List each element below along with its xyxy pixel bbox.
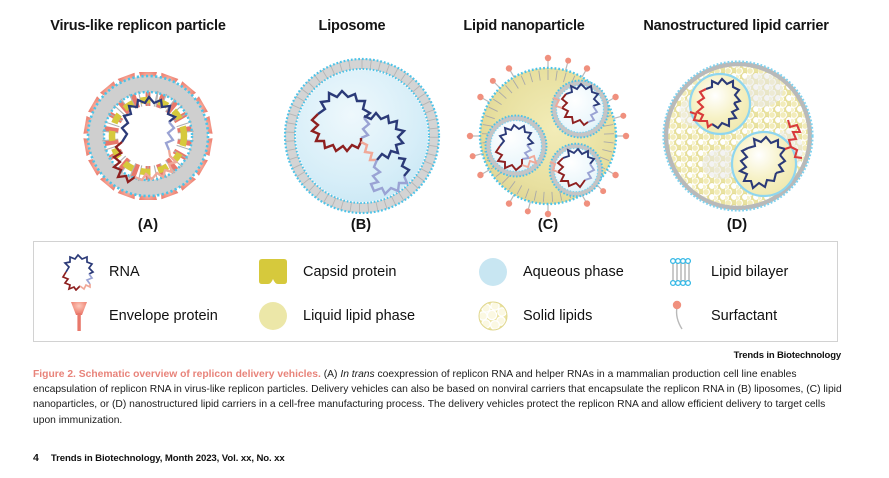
panel-letters-row: (A) (B) (C) (D): [0, 217, 889, 239]
legend-item-rna: RNA: [34, 250, 246, 294]
internal-vesicle: [730, 119, 803, 198]
lipid-head-outer: [478, 66, 618, 206]
figure-caption: Figure 2. Schematic overview of replicon…: [33, 367, 851, 428]
legend-label: Aqueous phase: [523, 264, 624, 280]
page-number: 4: [33, 452, 39, 464]
diagram-virus-like-replicon-particle: [58, 46, 238, 226]
lipid-head-outer: [662, 60, 814, 212]
legend-label: Liquid lipid phase: [303, 308, 416, 324]
panel-letter-d: (D): [726, 217, 748, 233]
panel-title-liposome: Liposome: [318, 18, 386, 34]
panel-title-lipid-nanoparticle: Lipid nanoparticle: [463, 18, 585, 34]
aqueous-phase-core: [296, 70, 428, 202]
caption-title-text: Figure 2. Schematic overview of replicon…: [33, 369, 321, 380]
caption-italic-in-trans: In trans: [340, 369, 375, 380]
rna-strand: [111, 95, 179, 184]
internal-vesicle: [484, 114, 548, 178]
diagram-row: [0, 46, 889, 231]
internal-vesicle: [548, 142, 604, 198]
panel-letter-c: (C): [537, 217, 559, 233]
legend-item-lipid-bilayer: Lipid bilayer: [656, 250, 836, 294]
capsid-protein-icon: [250, 251, 296, 293]
rna-strand: [309, 89, 411, 197]
legend-label: Solid lipids: [523, 308, 593, 324]
liquid-lipid-phase-icon: [250, 295, 296, 337]
legend-label: Envelope protein: [109, 308, 218, 324]
panel-titles-row: Virus-like replicon particle Liposome Li…: [0, 18, 889, 34]
solid-lipids-icon: [470, 295, 516, 337]
journal-attribution: Trends in Biotechnology: [733, 350, 842, 361]
panel-title-nanostructured-lipid-carrier: Nanostructured lipid carrier: [643, 18, 829, 34]
diagram-liposome: [272, 46, 452, 226]
legend-row: RNA Capsid protein Aqueous phase: [34, 250, 839, 294]
lipid-bilayer-icon: [658, 251, 704, 293]
legend-item-solid-lipids: Solid lipids: [464, 294, 656, 338]
legend-label: Capsid protein: [303, 264, 397, 280]
legend-item-capsid-protein: Capsid protein: [246, 250, 464, 294]
panel-letter-b: (B): [350, 217, 372, 233]
internal-vesicle: [688, 72, 752, 136]
caption-body: coexpression of replicon RNA and helper …: [33, 369, 842, 426]
legend-label: Surfactant: [711, 308, 778, 324]
legend-label: Lipid bilayer: [711, 264, 789, 280]
footer-journal-line: Trends in Biotechnology, Month 2023, Vol…: [50, 453, 285, 464]
diagram-nanostructured-lipid-carrier: [648, 46, 828, 226]
figure-legend-box: RNA Capsid protein Aqueous phase: [33, 241, 838, 342]
panel-title-virus-like-replicon-particle: Virus-like replicon particle: [50, 18, 226, 34]
lipid-head-outer: [283, 57, 441, 215]
aqueous-phase-icon: [470, 251, 516, 293]
surfactant-icon: [658, 295, 704, 337]
lipid-head-inner: [294, 68, 430, 204]
page-footer: 4 Trends in Biotechnology, Month 2023, V…: [33, 452, 285, 464]
rna-coil-icon: [56, 251, 102, 293]
legend-item-aqueous-phase: Aqueous phase: [464, 250, 656, 294]
diagram-lipid-nanoparticle: [458, 46, 638, 226]
lipid-head-outer: [86, 74, 210, 198]
legend-item-envelope-protein: Envelope protein: [34, 294, 246, 338]
legend-item-surfactant: Surfactant: [656, 294, 836, 338]
panel-letter-a: (A): [137, 217, 159, 233]
envelope-protein-icon: [56, 295, 102, 337]
caption-title: Figure 2. Schematic overview of replicon…: [33, 369, 321, 380]
caption-part-a-prefix: (A): [320, 369, 341, 380]
legend-item-liquid-lipid-phase: Liquid lipid phase: [246, 294, 464, 338]
surfactant-pins: [466, 54, 630, 218]
lipid-head-inner: [102, 90, 194, 182]
capsid-protein-ring: [108, 96, 188, 176]
internal-vesicle: [550, 79, 610, 139]
legend-row: Envelope protein Liquid lipid phase: [34, 294, 839, 338]
legend-label: RNA: [109, 264, 140, 280]
lipid-bilayer-tails: [285, 59, 439, 213]
